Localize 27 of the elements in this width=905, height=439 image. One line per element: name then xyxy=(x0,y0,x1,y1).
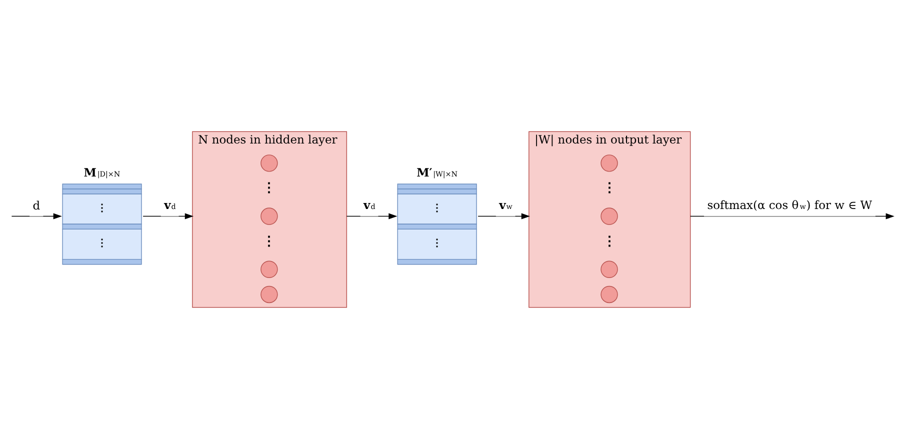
node-circle xyxy=(600,260,618,278)
node-circle xyxy=(260,208,278,225)
node-circle xyxy=(260,286,278,304)
label: ⋮ xyxy=(262,181,276,196)
label: ⋮ xyxy=(432,203,442,214)
label: ⋮ xyxy=(602,234,616,250)
node-circle xyxy=(600,286,618,304)
arrow xyxy=(142,213,194,220)
label: ⋮ xyxy=(96,203,107,214)
label: ⋮ xyxy=(602,181,616,196)
edge-label: vw xyxy=(499,198,512,212)
label: ⋮ xyxy=(96,238,107,250)
node-circle xyxy=(260,154,278,172)
arrow xyxy=(478,213,530,220)
edge-label: softmax(α cos θw) for w ∈ W xyxy=(707,198,872,212)
label: ⋮ xyxy=(432,238,442,250)
arrow xyxy=(346,213,398,220)
edge-label: d xyxy=(32,198,40,213)
node-circle xyxy=(600,208,618,225)
edge-label: vd xyxy=(164,198,176,212)
arrow xyxy=(11,213,62,220)
node-circle xyxy=(260,260,278,278)
label: ⋮ xyxy=(262,234,276,250)
node-label: M′|W|×N xyxy=(416,166,458,180)
node-label: M|D|×N xyxy=(84,166,120,180)
node-circle xyxy=(600,154,618,172)
edge-label: vd xyxy=(364,198,376,212)
